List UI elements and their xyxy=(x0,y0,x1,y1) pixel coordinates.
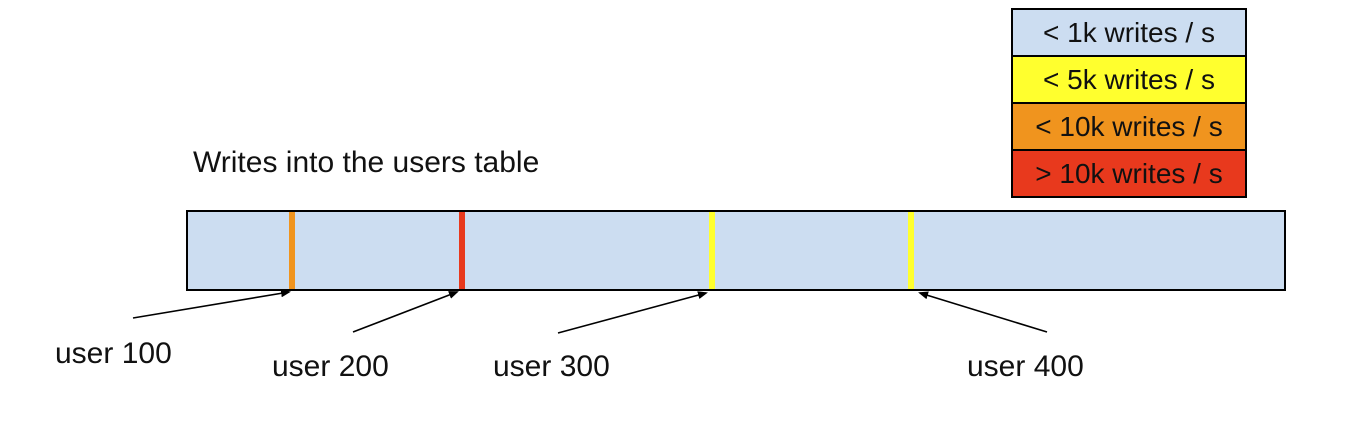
arrow-user-200 xyxy=(352,291,459,333)
legend-item-lt-1k: < 1k writes / s xyxy=(1011,8,1247,57)
marker-user-400 xyxy=(908,212,914,289)
arrow-user-300 xyxy=(557,291,708,334)
legend-item-lt-5k: < 5k writes / s xyxy=(1011,55,1247,104)
label-user-100: user 100 xyxy=(55,337,172,370)
label-user-400: user 400 xyxy=(967,350,1084,383)
marker-user-100 xyxy=(289,212,295,289)
users-table-bar xyxy=(186,210,1286,291)
label-user-300: user 300 xyxy=(493,350,610,383)
label-user-200: user 200 xyxy=(272,350,389,383)
marker-user-300 xyxy=(709,212,715,289)
legend-item-lt-10k: < 10k writes / s xyxy=(1011,102,1247,151)
legend-item-gt-10k: > 10k writes / s xyxy=(1011,149,1247,198)
diagram-title: Writes into the users table xyxy=(193,146,540,179)
arrow-user-100 xyxy=(132,289,291,319)
legend: < 1k writes / s < 5k writes / s < 10k wr… xyxy=(1011,8,1247,198)
arrow-user-400 xyxy=(918,291,1048,333)
marker-user-200 xyxy=(459,212,465,289)
